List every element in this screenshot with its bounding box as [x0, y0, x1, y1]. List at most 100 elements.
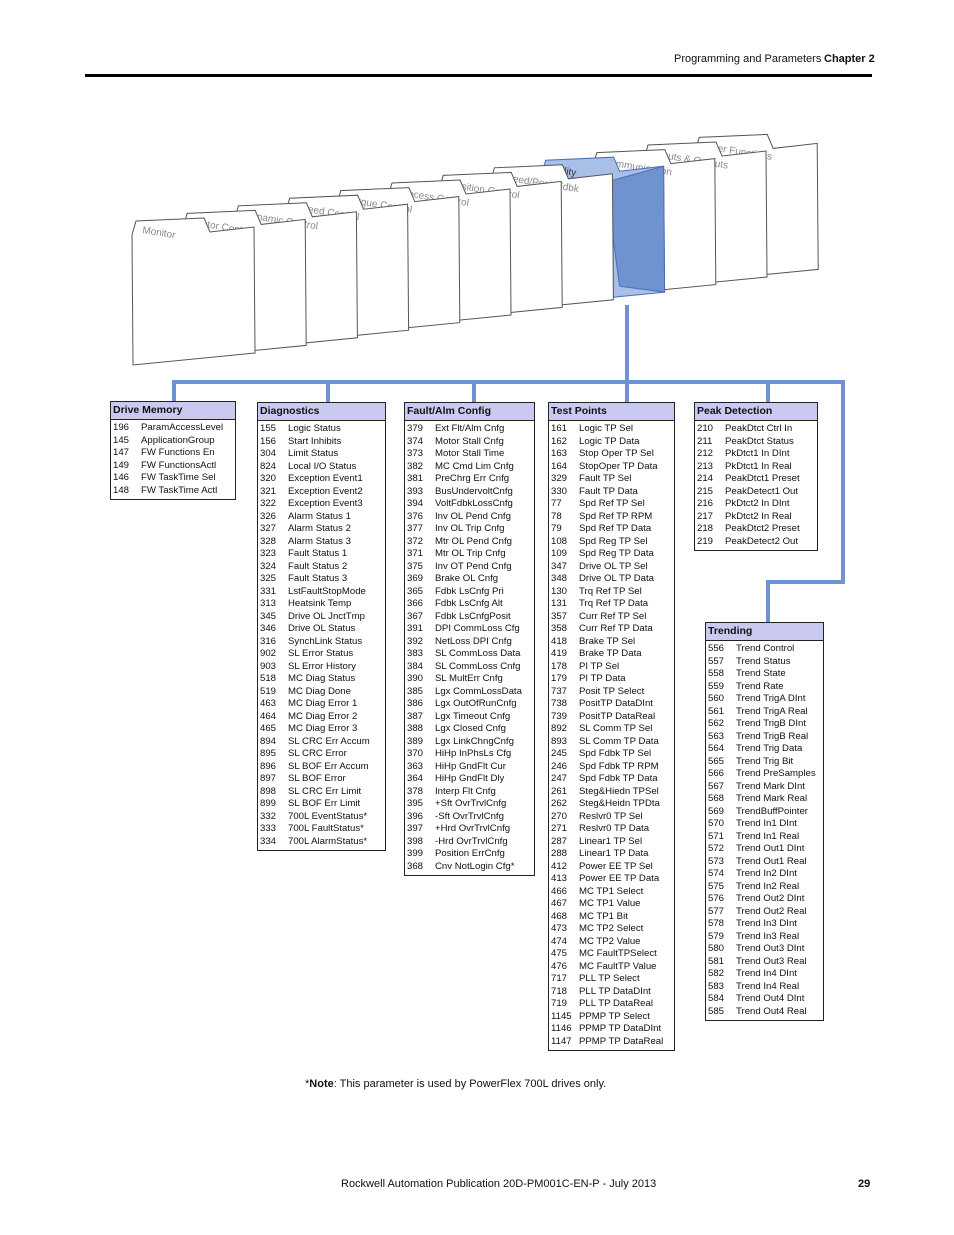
param-number: 473: [551, 923, 568, 934]
param-name: SL Error History: [288, 660, 356, 672]
param-number: 895: [260, 748, 277, 759]
param-number: 348: [551, 573, 568, 584]
param-name: -Sft OvrTrvlCnfg: [435, 810, 504, 822]
param-number: 247: [551, 773, 568, 784]
param-number: 79: [551, 523, 562, 534]
param-number: 394: [407, 498, 424, 509]
param-number: 146: [113, 472, 130, 483]
param-number: 384: [407, 660, 424, 672]
footnote-bold: Note: [309, 1078, 334, 1090]
param-name: Trend In4 DInt: [736, 968, 797, 979]
running-header-chapter: Chapter 2: [824, 53, 875, 65]
param-number: 262: [551, 798, 568, 809]
param-name: Steg&Heidn TPDta: [579, 798, 660, 809]
param-name: FW TaskTime Actl: [141, 484, 218, 496]
param-number: 382: [407, 460, 424, 472]
param-name: PPMP TP DataDInt: [579, 1023, 662, 1034]
param-number: 1147: [551, 1035, 572, 1047]
param-name: Lgx Closed Cnfg: [435, 723, 506, 734]
param-number: 386: [407, 698, 424, 709]
param-name: PeakDtct1 Preset: [725, 473, 800, 484]
param-number: 270: [551, 810, 568, 822]
param-name: SL CRC Err Limit: [288, 785, 362, 797]
connector-lines: [172, 305, 845, 624]
param-number: 556: [708, 643, 725, 654]
param-name: Trend Trig Bit: [736, 755, 794, 767]
group-title: Test Points: [549, 403, 674, 421]
param-number: 322: [260, 498, 277, 509]
param-name: MC Diag Done: [288, 685, 351, 697]
footnote: *Note: This parameter is used by PowerFl…: [305, 1078, 606, 1090]
group-title: Fault/Alm Config: [405, 403, 534, 421]
param-number: 346: [260, 623, 277, 634]
param-number: 902: [260, 648, 277, 659]
param-name: MC TP2 Select: [579, 923, 644, 934]
param-name: Spd Reg TP Sel: [579, 535, 648, 547]
param-name: Trend TrigA DInt: [736, 693, 806, 704]
param-name: 700L FaultStatus*: [288, 823, 364, 834]
param-name: Trend TrigB Real: [736, 730, 809, 742]
param-number: 219: [697, 535, 714, 547]
param-name: Fault TP Data: [579, 485, 638, 497]
param-number: 304: [260, 448, 277, 459]
param-name: Curr Ref TP Sel: [579, 610, 647, 622]
param-name: Trend TrigB DInt: [736, 718, 807, 729]
param-number: 357: [551, 610, 568, 622]
param-number: 563: [708, 730, 725, 742]
param-name: SL MultErr Cnfg: [435, 673, 503, 684]
param-number: 164: [551, 460, 568, 472]
param-name: SL BOF Err Limit: [288, 798, 361, 809]
param-name: Spd Ref TP RPM: [579, 510, 653, 522]
folder-label: Monitor: [142, 225, 177, 241]
param-name: Lgx OutOfRunCnfg: [435, 698, 517, 709]
param-name: Trend Mark DInt: [736, 780, 805, 792]
param-number: 388: [407, 723, 424, 734]
param-name: Drive OL TP Data: [579, 573, 655, 584]
param-name: Drive OL JnctTmp: [288, 610, 365, 622]
param-number: 571: [708, 830, 725, 842]
param-name: Reslvr0 TP Data: [579, 823, 650, 834]
param-number: 575: [708, 880, 725, 892]
param-name: Alarm Status 3: [288, 535, 351, 547]
param-name: Exception Event3: [288, 498, 363, 509]
param-name: Trend In3 Real: [736, 930, 800, 942]
param-number: 287: [551, 835, 568, 847]
param-name: BusUndervoltCnfg: [435, 485, 513, 497]
param-name: PositTP DataDInt: [579, 698, 653, 709]
param-name: DPI CommLoss Cfg: [435, 623, 520, 634]
